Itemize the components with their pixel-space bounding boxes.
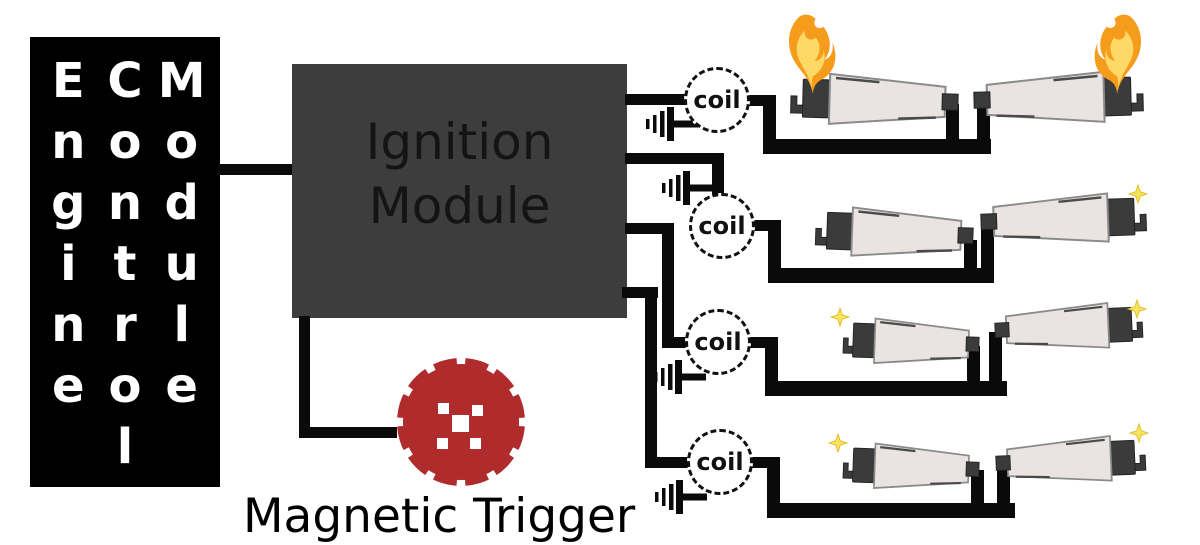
wire-segment: [625, 94, 687, 105]
magnetic-trigger-label: Magnetic Trigger: [243, 489, 636, 544]
ecm-letter: d: [164, 175, 199, 231]
ecm-letter: u: [164, 236, 199, 292]
ecm-letter: l: [116, 419, 134, 475]
wire-segment: [946, 104, 959, 148]
wire-segment: [218, 164, 294, 175]
wire-segment: [989, 332, 1002, 392]
ecm-letter: n: [51, 114, 86, 170]
ecm-letter: l: [173, 297, 190, 353]
wire-segment: [763, 95, 776, 147]
wire-segment: [748, 95, 774, 106]
wire-segment: [645, 287, 657, 465]
ecm-letter: e: [52, 358, 85, 414]
wire-segment: [967, 346, 980, 394]
ecm-letter: E: [51, 53, 85, 109]
wire-segment: [753, 220, 779, 231]
spark-plug: [813, 205, 975, 262]
wire-segment: [625, 153, 723, 164]
ignition-module-label-line2: Module: [368, 177, 551, 235]
spark-icon: [1127, 299, 1147, 319]
wire-segment: [748, 337, 776, 348]
ecm-letter: n: [51, 297, 86, 353]
spark-plug: [992, 300, 1145, 354]
wire-segment: [981, 216, 994, 278]
wire-segment: [662, 223, 674, 345]
ecm-letter: M: [157, 53, 206, 109]
wire-segment: [767, 457, 780, 517]
wire-segment: [299, 316, 310, 438]
wire-segment: [645, 457, 690, 468]
spark-icon: [1128, 184, 1148, 204]
wire-segment: [971, 470, 984, 515]
ecm-letter: n: [107, 175, 143, 231]
wire-segment: [662, 337, 690, 348]
spark-plug: [993, 433, 1148, 487]
wire-segment: [768, 268, 994, 283]
wire-segment: [964, 240, 977, 282]
spark-plug: [841, 316, 981, 368]
coil-4-label: coil: [696, 448, 744, 476]
spark-icon: [1129, 423, 1149, 443]
ecm-letter: r: [113, 297, 137, 353]
ecm-letter: t: [113, 236, 137, 292]
wire-segment: [765, 337, 778, 395]
magnetic-trigger-wheel: [391, 352, 531, 492]
wire-segment: [622, 287, 658, 298]
spark-plug: [978, 190, 1149, 248]
coil-2-label: coil: [698, 212, 746, 240]
ecm-letter: C: [107, 53, 143, 109]
ecm-letter: g: [51, 175, 86, 231]
flame-icon: [788, 14, 836, 94]
ecm-letter: o: [165, 114, 199, 170]
spark-icon: [830, 307, 850, 327]
ecm-letter: e: [165, 358, 198, 414]
ignition-module-label-line1: Ignition: [365, 113, 554, 171]
wire-segment: [763, 139, 991, 154]
ecm-letter: i: [60, 236, 77, 292]
wire-segment: [750, 457, 778, 468]
wire-segment: [765, 381, 1007, 396]
spark-plug: [841, 441, 981, 493]
coil-2: coil: [689, 193, 755, 259]
wire-segment: [997, 459, 1010, 515]
wire-segment: [767, 503, 1015, 518]
coil-3: coil: [685, 309, 751, 375]
coil-3-label: coil: [694, 328, 742, 356]
coil-4: coil: [687, 429, 753, 495]
coil-1: coil: [684, 67, 750, 133]
wire-segment: [768, 220, 781, 278]
wire-segment: [299, 427, 397, 438]
wire-segment: [625, 223, 673, 234]
ecm-letter: o: [108, 358, 142, 414]
spark-icon: [828, 433, 848, 453]
flame-icon: [1094, 14, 1142, 94]
ignition-module-box: Ignition Module: [292, 64, 627, 318]
wire-segment: [712, 153, 724, 197]
coil-1-label: coil: [693, 86, 741, 114]
ecm-letter: o: [108, 114, 142, 170]
